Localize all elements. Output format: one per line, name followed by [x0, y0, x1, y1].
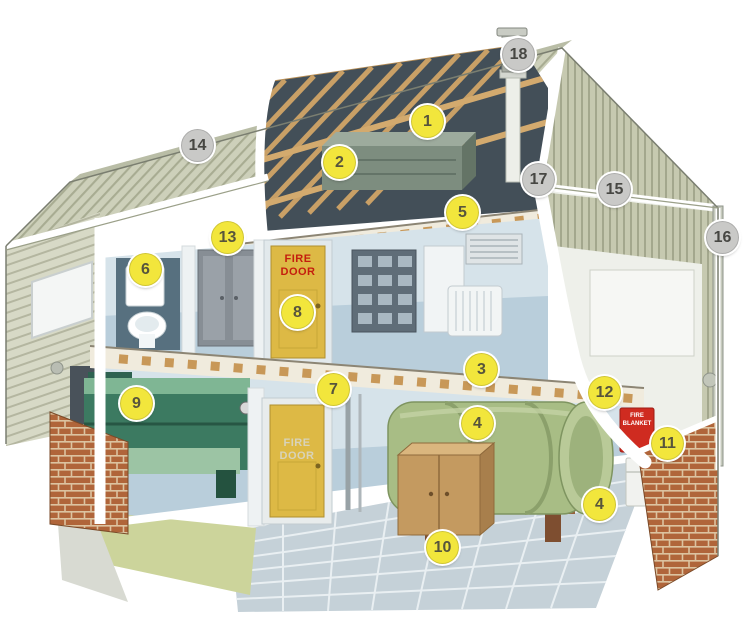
- marker-2[interactable]: 2: [323, 146, 356, 179]
- gable-end-wall: [537, 48, 718, 208]
- right-exterior-wall: [536, 182, 724, 470]
- marker-5[interactable]: 5: [446, 196, 479, 229]
- floor-slab: [89, 345, 645, 410]
- partition-wall: [181, 245, 196, 355]
- ramp: [58, 524, 128, 602]
- marker-18[interactable]: 18: [502, 38, 535, 71]
- right-wall-panel: [589, 269, 695, 357]
- wall-lamp: [702, 372, 718, 388]
- marker-6[interactable]: 6: [129, 253, 162, 286]
- roof-interior: [259, 40, 548, 231]
- storage-cabinet: [396, 441, 496, 537]
- wall-pipes: [345, 392, 362, 512]
- marker-10[interactable]: 10: [426, 531, 459, 564]
- left-wall-window: [31, 260, 93, 340]
- vent-grille: [465, 233, 523, 265]
- marker-8[interactable]: 8: [281, 296, 314, 329]
- workshop-floor: [96, 512, 256, 595]
- marker-11[interactable]: 11: [651, 427, 684, 460]
- fire-door-lower: [261, 397, 333, 525]
- marker-12[interactable]: 12: [588, 376, 621, 409]
- marker-1[interactable]: 1: [411, 105, 444, 138]
- left-exterior-wall: [6, 212, 108, 446]
- fire-door-upper: [263, 239, 333, 365]
- marker-15[interactable]: 15: [598, 173, 631, 206]
- fire-door-sign-lower: FIRE DOOR: [279, 437, 315, 463]
- fire-door-sign-upper: FIRE DOOR: [280, 253, 316, 279]
- workshop-machine: [84, 372, 253, 498]
- cutaway-edges: [5, 35, 721, 524]
- fire-blanket-sign: FIRE BLANKET: [622, 413, 652, 427]
- marker-14[interactable]: 14: [181, 129, 214, 162]
- radiator: [447, 285, 503, 337]
- marker-17[interactable]: 17: [522, 163, 555, 196]
- marker-4b[interactable]: 4: [583, 488, 616, 521]
- electrical-cabinet: [197, 249, 261, 347]
- marker-3[interactable]: 3: [465, 353, 498, 386]
- marker-13[interactable]: 13: [211, 221, 244, 254]
- switchboard: [351, 249, 417, 333]
- marker-4[interactable]: 4: [461, 407, 494, 440]
- marker-7[interactable]: 7: [317, 373, 350, 406]
- wall-fixture-knob: [50, 361, 64, 375]
- marker-16[interactable]: 16: [706, 221, 739, 254]
- marker-9[interactable]: 9: [120, 387, 153, 420]
